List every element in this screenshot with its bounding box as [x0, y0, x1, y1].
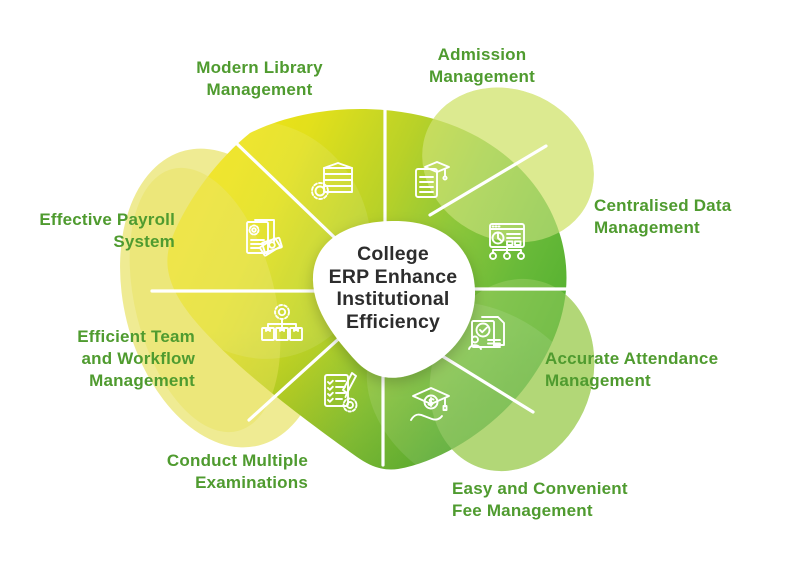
checklist-pencil-gear-icon — [324, 372, 358, 413]
label-line: Management — [545, 371, 651, 390]
center-title-line: Institutional — [336, 288, 450, 310]
divider-upper-right — [428, 144, 548, 217]
center-title-line: ERP Enhance — [328, 265, 458, 288]
center-title: College ERP Enhance Institutional Effici… — [303, 243, 483, 333]
label-admission: Admission Management — [387, 44, 577, 88]
label-line: Easy and Convenient — [452, 479, 628, 498]
label-line: Management — [206, 80, 313, 99]
book-stack-gear-icon — [311, 162, 353, 200]
label-line: System — [113, 232, 175, 251]
attendance-sheet-person-icon — [468, 316, 505, 350]
label-line: Conduct Multiple — [166, 451, 308, 470]
light-green-overlay — [429, 278, 595, 472]
label-payroll: Effective Payroll System — [10, 209, 175, 253]
label-team-workflow: Efficient Team and Workflow Management — [10, 326, 195, 392]
label-line: Accurate Attendance — [545, 349, 719, 368]
center-title-line: Efficiency — [345, 310, 441, 333]
label-line: Examinations — [195, 473, 308, 492]
document-graduation-cap-icon — [415, 161, 450, 198]
label-fee-management: Easy and Convenient Fee Management — [452, 478, 682, 522]
label-examinations: Conduct Multiple Examinations — [90, 450, 308, 494]
label-line: Management — [429, 67, 535, 86]
center-title-line: College — [357, 243, 429, 265]
label-line: Admission — [437, 45, 527, 64]
label-modern-library: Modern Library Management — [152, 57, 367, 101]
document-gear-banknotes-icon — [246, 219, 283, 257]
label-line: Management — [594, 218, 700, 237]
mid-yellow-overlay — [129, 167, 281, 433]
label-line: Management — [89, 371, 195, 390]
label-accurate-attendance: Accurate Attendance Management — [545, 348, 775, 392]
label-line: Effective Payroll — [39, 210, 175, 229]
label-line: Centralised Data — [594, 196, 732, 215]
pale-green-overlay — [422, 87, 594, 243]
label-line: Modern Library — [196, 58, 323, 77]
label-centralised-data: Centralised Data Management — [594, 195, 774, 239]
label-line: Fee Management — [452, 501, 593, 520]
label-line: Efficient Team — [77, 327, 195, 346]
hand-graduation-cap-dollar-icon — [410, 387, 450, 421]
gear-boxes-hierarchy-icon — [261, 304, 303, 341]
label-line: and Workflow — [81, 349, 195, 368]
dashboard-hierarchy-icon — [489, 223, 525, 260]
center-pick-shape — [312, 220, 476, 378]
